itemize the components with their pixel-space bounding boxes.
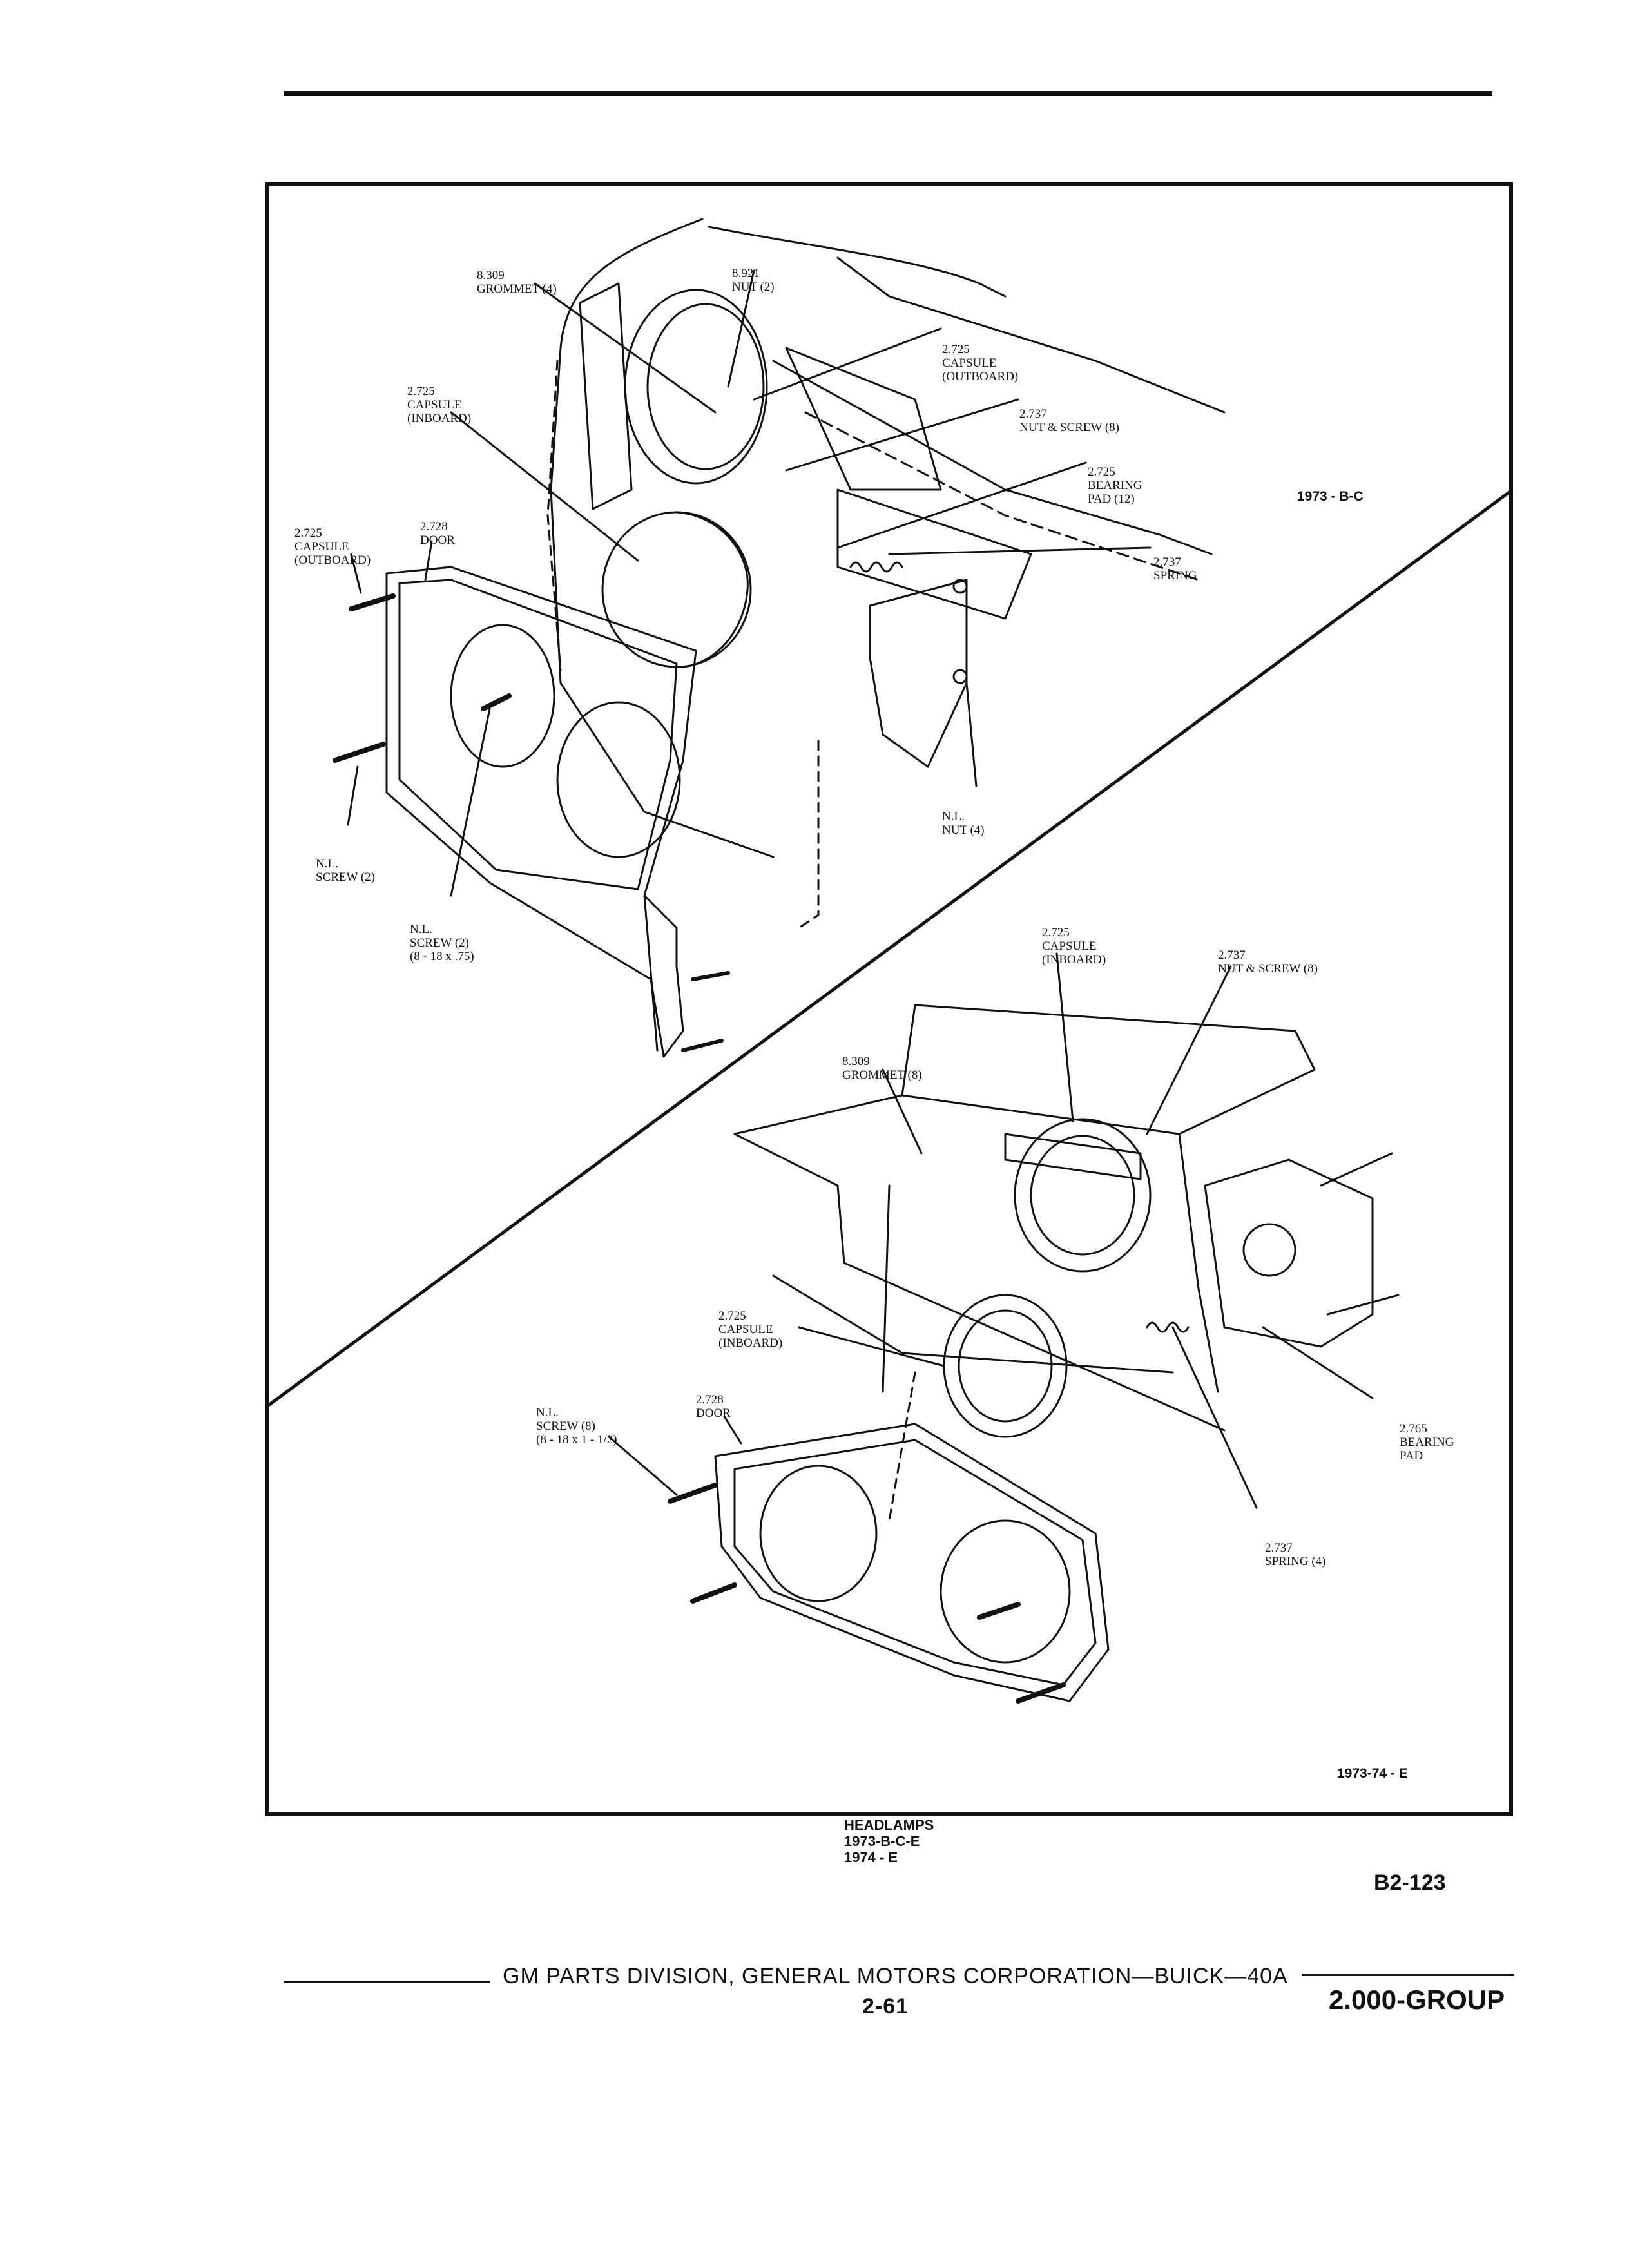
footer-publisher: GM PARTS DIVISION, GENERAL MOTORS CORPOR… <box>503 1964 1288 1988</box>
top-assembly <box>333 218 1226 1058</box>
footer-group: 2.000-GROUP <box>1329 1984 1505 2015</box>
diagram-frame <box>265 182 1513 1816</box>
label-nl-screw-8: N.L.SCREW (8)(8 - 18 x 1 - 1/2) <box>536 1406 617 1446</box>
label-nl-screw-2: N.L.SCREW (2) <box>316 857 376 884</box>
model-tag-bottom: 1973-74 - E <box>1337 1766 1408 1781</box>
label-nl-screw-2-size: N.L.SCREW (2)(8 - 18 x .75) <box>410 923 474 963</box>
label-nl-nut-4: N.L.NUT (4) <box>942 810 985 837</box>
page-code: B2-123 <box>1374 1870 1446 1895</box>
footer-page-number: 2-61 <box>862 1994 909 2019</box>
model-tag-top: 1973 - B-C <box>1297 489 1364 504</box>
top-rule <box>284 91 1492 96</box>
diagonal-divider <box>267 490 1511 1407</box>
footer-rule-right <box>1302 1974 1514 1976</box>
footer-rule-left <box>284 1981 490 1983</box>
bottom-assembly <box>608 952 1400 1704</box>
